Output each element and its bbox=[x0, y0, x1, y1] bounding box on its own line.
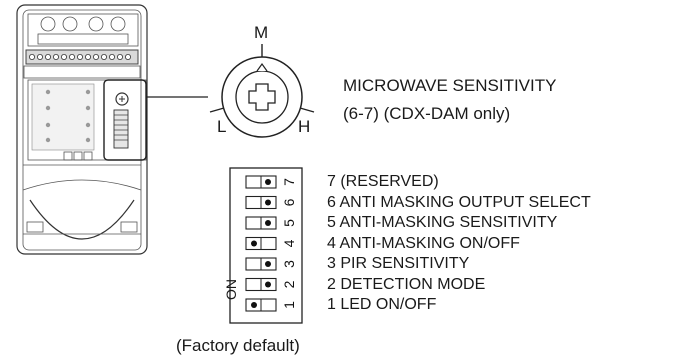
device-dip-switch bbox=[113, 109, 129, 149]
switch-on-label: ON bbox=[223, 279, 239, 300]
switch-4: 4 bbox=[245, 236, 297, 251]
switch-description-5: 5 ANTI-MASKING SENSITIVITY bbox=[327, 214, 558, 231]
switch-knob bbox=[251, 302, 257, 308]
dip-switch-block: 7 6 5 4 3 2 1 bbox=[229, 167, 303, 324]
lens-cavity bbox=[22, 164, 142, 240]
switch-number: 6 bbox=[281, 198, 297, 206]
switch-knob bbox=[265, 220, 271, 226]
switch-number: 7 bbox=[281, 178, 297, 186]
switch-number: 4 bbox=[281, 239, 297, 247]
dial-label-m: M bbox=[254, 23, 269, 42]
switch-knob bbox=[265, 281, 271, 288]
switch-description-3: 3 PIR SENSITIVITY bbox=[327, 255, 470, 272]
terminal-block bbox=[25, 49, 139, 65]
tick-l bbox=[209, 107, 225, 113]
switch-knob bbox=[265, 179, 271, 185]
switch-1: 1 bbox=[245, 298, 297, 312]
switch-group: 7 6 5 4 3 2 1 bbox=[245, 175, 297, 312]
microwave-title: MICROWAVE SENSITIVITY bbox=[343, 76, 557, 95]
switch-number: 3 bbox=[281, 260, 297, 268]
switch-description-2: 2 DETECTION MODE bbox=[327, 275, 486, 293]
switch-number: 5 bbox=[281, 219, 297, 227]
settings-highlight bbox=[103, 79, 147, 161]
dial-screw-icon bbox=[248, 83, 276, 111]
dial-label-h: H bbox=[298, 117, 311, 136]
switch-3: 3 bbox=[245, 257, 297, 271]
dial-indicator-icon bbox=[256, 62, 268, 72]
switch-description-6: 6 ANTI MASKING OUTPUT SELECT bbox=[327, 193, 591, 211]
switch-7: 7 bbox=[245, 175, 297, 189]
switch-5: 5 bbox=[245, 216, 297, 230]
terminal-area bbox=[27, 13, 139, 47]
device-inner-frame bbox=[22, 9, 142, 251]
circuit-board bbox=[27, 79, 147, 161]
device-potentiometer bbox=[115, 92, 129, 106]
switch-knob bbox=[251, 240, 257, 247]
switch-number: 1 bbox=[281, 301, 297, 309]
switch-6: 6 bbox=[245, 195, 297, 210]
switch-number: 2 bbox=[281, 280, 297, 288]
tick-h bbox=[299, 107, 315, 113]
switch-knob bbox=[265, 199, 271, 206]
switch-knob bbox=[265, 261, 271, 267]
switch-2: 2 bbox=[245, 277, 297, 292]
switch-description-7: 7 (RESERVED) bbox=[327, 173, 439, 190]
factory-default-label: (Factory default) bbox=[176, 336, 300, 355]
switch-description-4: 4 ANTI-MASKING ON/OFF bbox=[327, 234, 520, 252]
sensitivity-dial bbox=[209, 44, 315, 138]
switch-description-1: 1 LED ON/OFF bbox=[327, 296, 437, 313]
device-housing bbox=[16, 4, 148, 255]
dial-label-l: L bbox=[217, 117, 227, 136]
detector-device bbox=[16, 4, 148, 255]
microwave-subtitle: (6-7) (CDX-DAM only) bbox=[343, 104, 511, 123]
